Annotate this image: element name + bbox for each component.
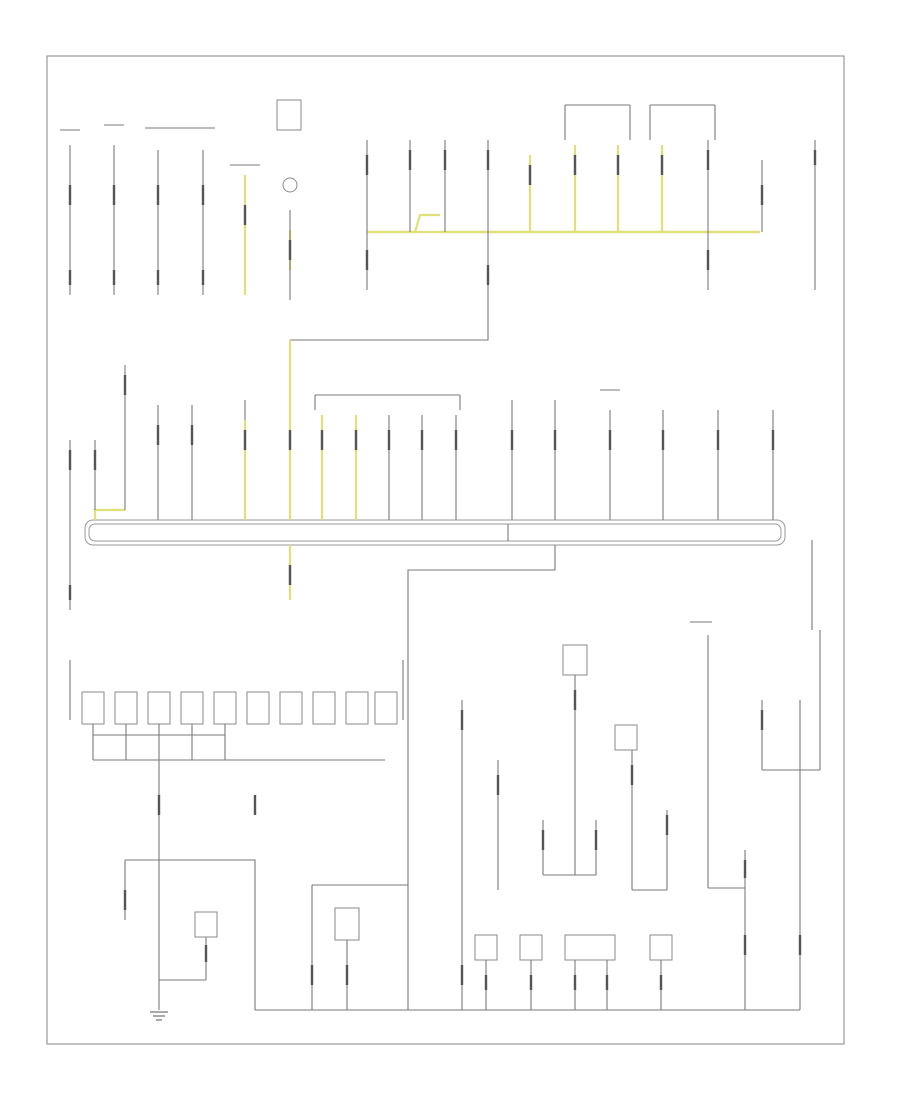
relay-box — [276, 99, 302, 131]
lower-right-circuits — [310, 540, 821, 1010]
middle-ground-bus — [68, 340, 786, 1010]
lower-left-module — [69, 660, 404, 1021]
top-mid-circuits — [230, 99, 302, 300]
diagram-frame — [46, 55, 845, 1045]
top-left-circuits — [60, 124, 215, 295]
ground-symbol — [282, 177, 298, 193]
top-right-splice — [289, 104, 817, 510]
